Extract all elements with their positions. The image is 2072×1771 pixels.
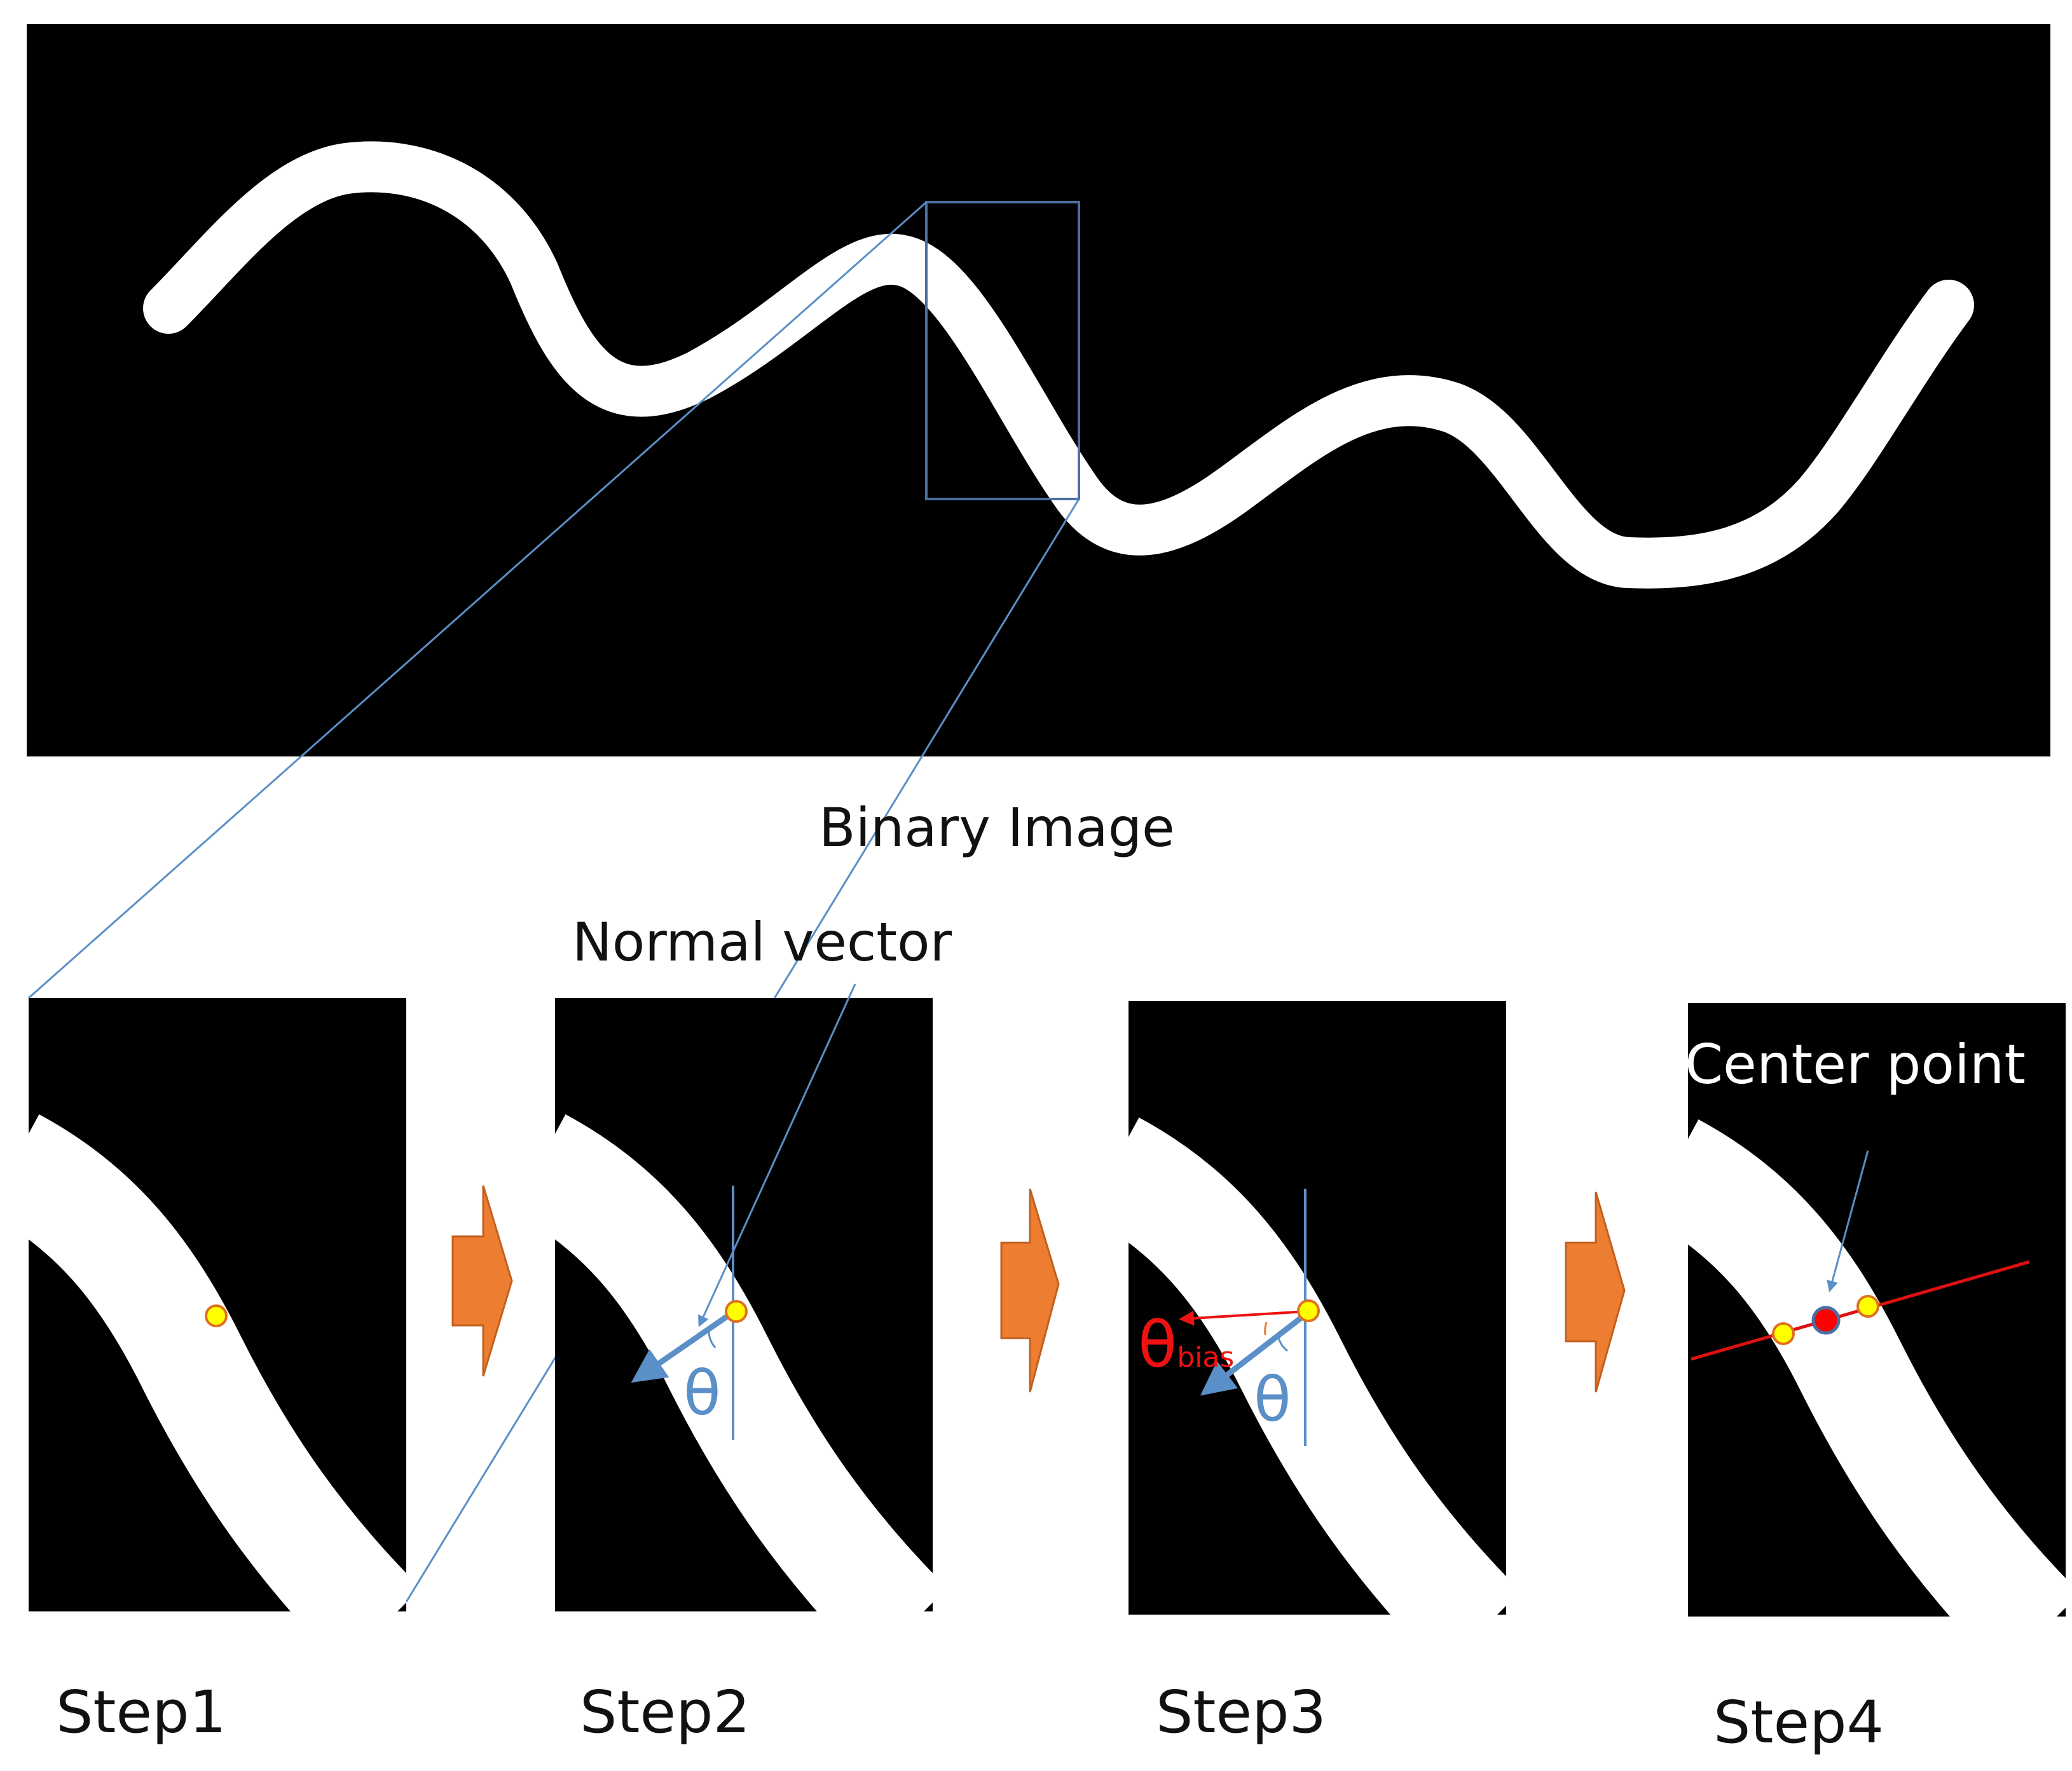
center-point-label: Center point xyxy=(1685,1033,2026,1097)
step-arrow-3 xyxy=(1565,1191,1626,1393)
step4-panel xyxy=(1688,1003,2066,1617)
normal-vector-pointer xyxy=(698,983,856,1327)
step4-label: Step4 xyxy=(1713,1688,1884,1756)
bias-arc xyxy=(1264,1322,1268,1336)
zoom-region-box xyxy=(925,201,1080,500)
wavy-white-curve xyxy=(143,141,1974,589)
normal-vector-label: Normal vector xyxy=(572,911,952,973)
step3-panel: θbias θ xyxy=(1129,1001,1506,1615)
theta-bias-label: θbias xyxy=(1138,1308,1234,1382)
step3-label: Step3 xyxy=(1156,1678,1327,1746)
edge-point xyxy=(725,1300,748,1323)
step2-panel: θ xyxy=(555,998,933,1611)
theta-arc xyxy=(708,1328,717,1348)
theta-label: θ xyxy=(1254,1364,1291,1435)
edge-point-left xyxy=(1772,1322,1795,1345)
theta-label: θ xyxy=(683,1358,721,1429)
center-point-marker xyxy=(1811,1306,1841,1335)
normal-vector-arrow xyxy=(1200,1310,1310,1396)
zoom-guide-line-left xyxy=(28,201,927,999)
step1-panel xyxy=(29,998,406,1611)
bias-vector-arrow xyxy=(1179,1310,1307,1326)
step-arrow-1 xyxy=(451,1185,513,1377)
step1-label: Step1 xyxy=(56,1678,227,1746)
step2-label: Step2 xyxy=(580,1678,751,1746)
step-arrow-2 xyxy=(1000,1188,1060,1393)
edge-point-right xyxy=(1856,1295,1879,1318)
theta-arc xyxy=(1277,1334,1288,1352)
edge-point xyxy=(1297,1299,1320,1322)
binary-image-caption: Binary Image xyxy=(819,797,1175,859)
edge-point xyxy=(205,1304,228,1327)
center-point-pointer xyxy=(1827,1150,1869,1292)
normal-vector-arrow xyxy=(631,1309,736,1383)
